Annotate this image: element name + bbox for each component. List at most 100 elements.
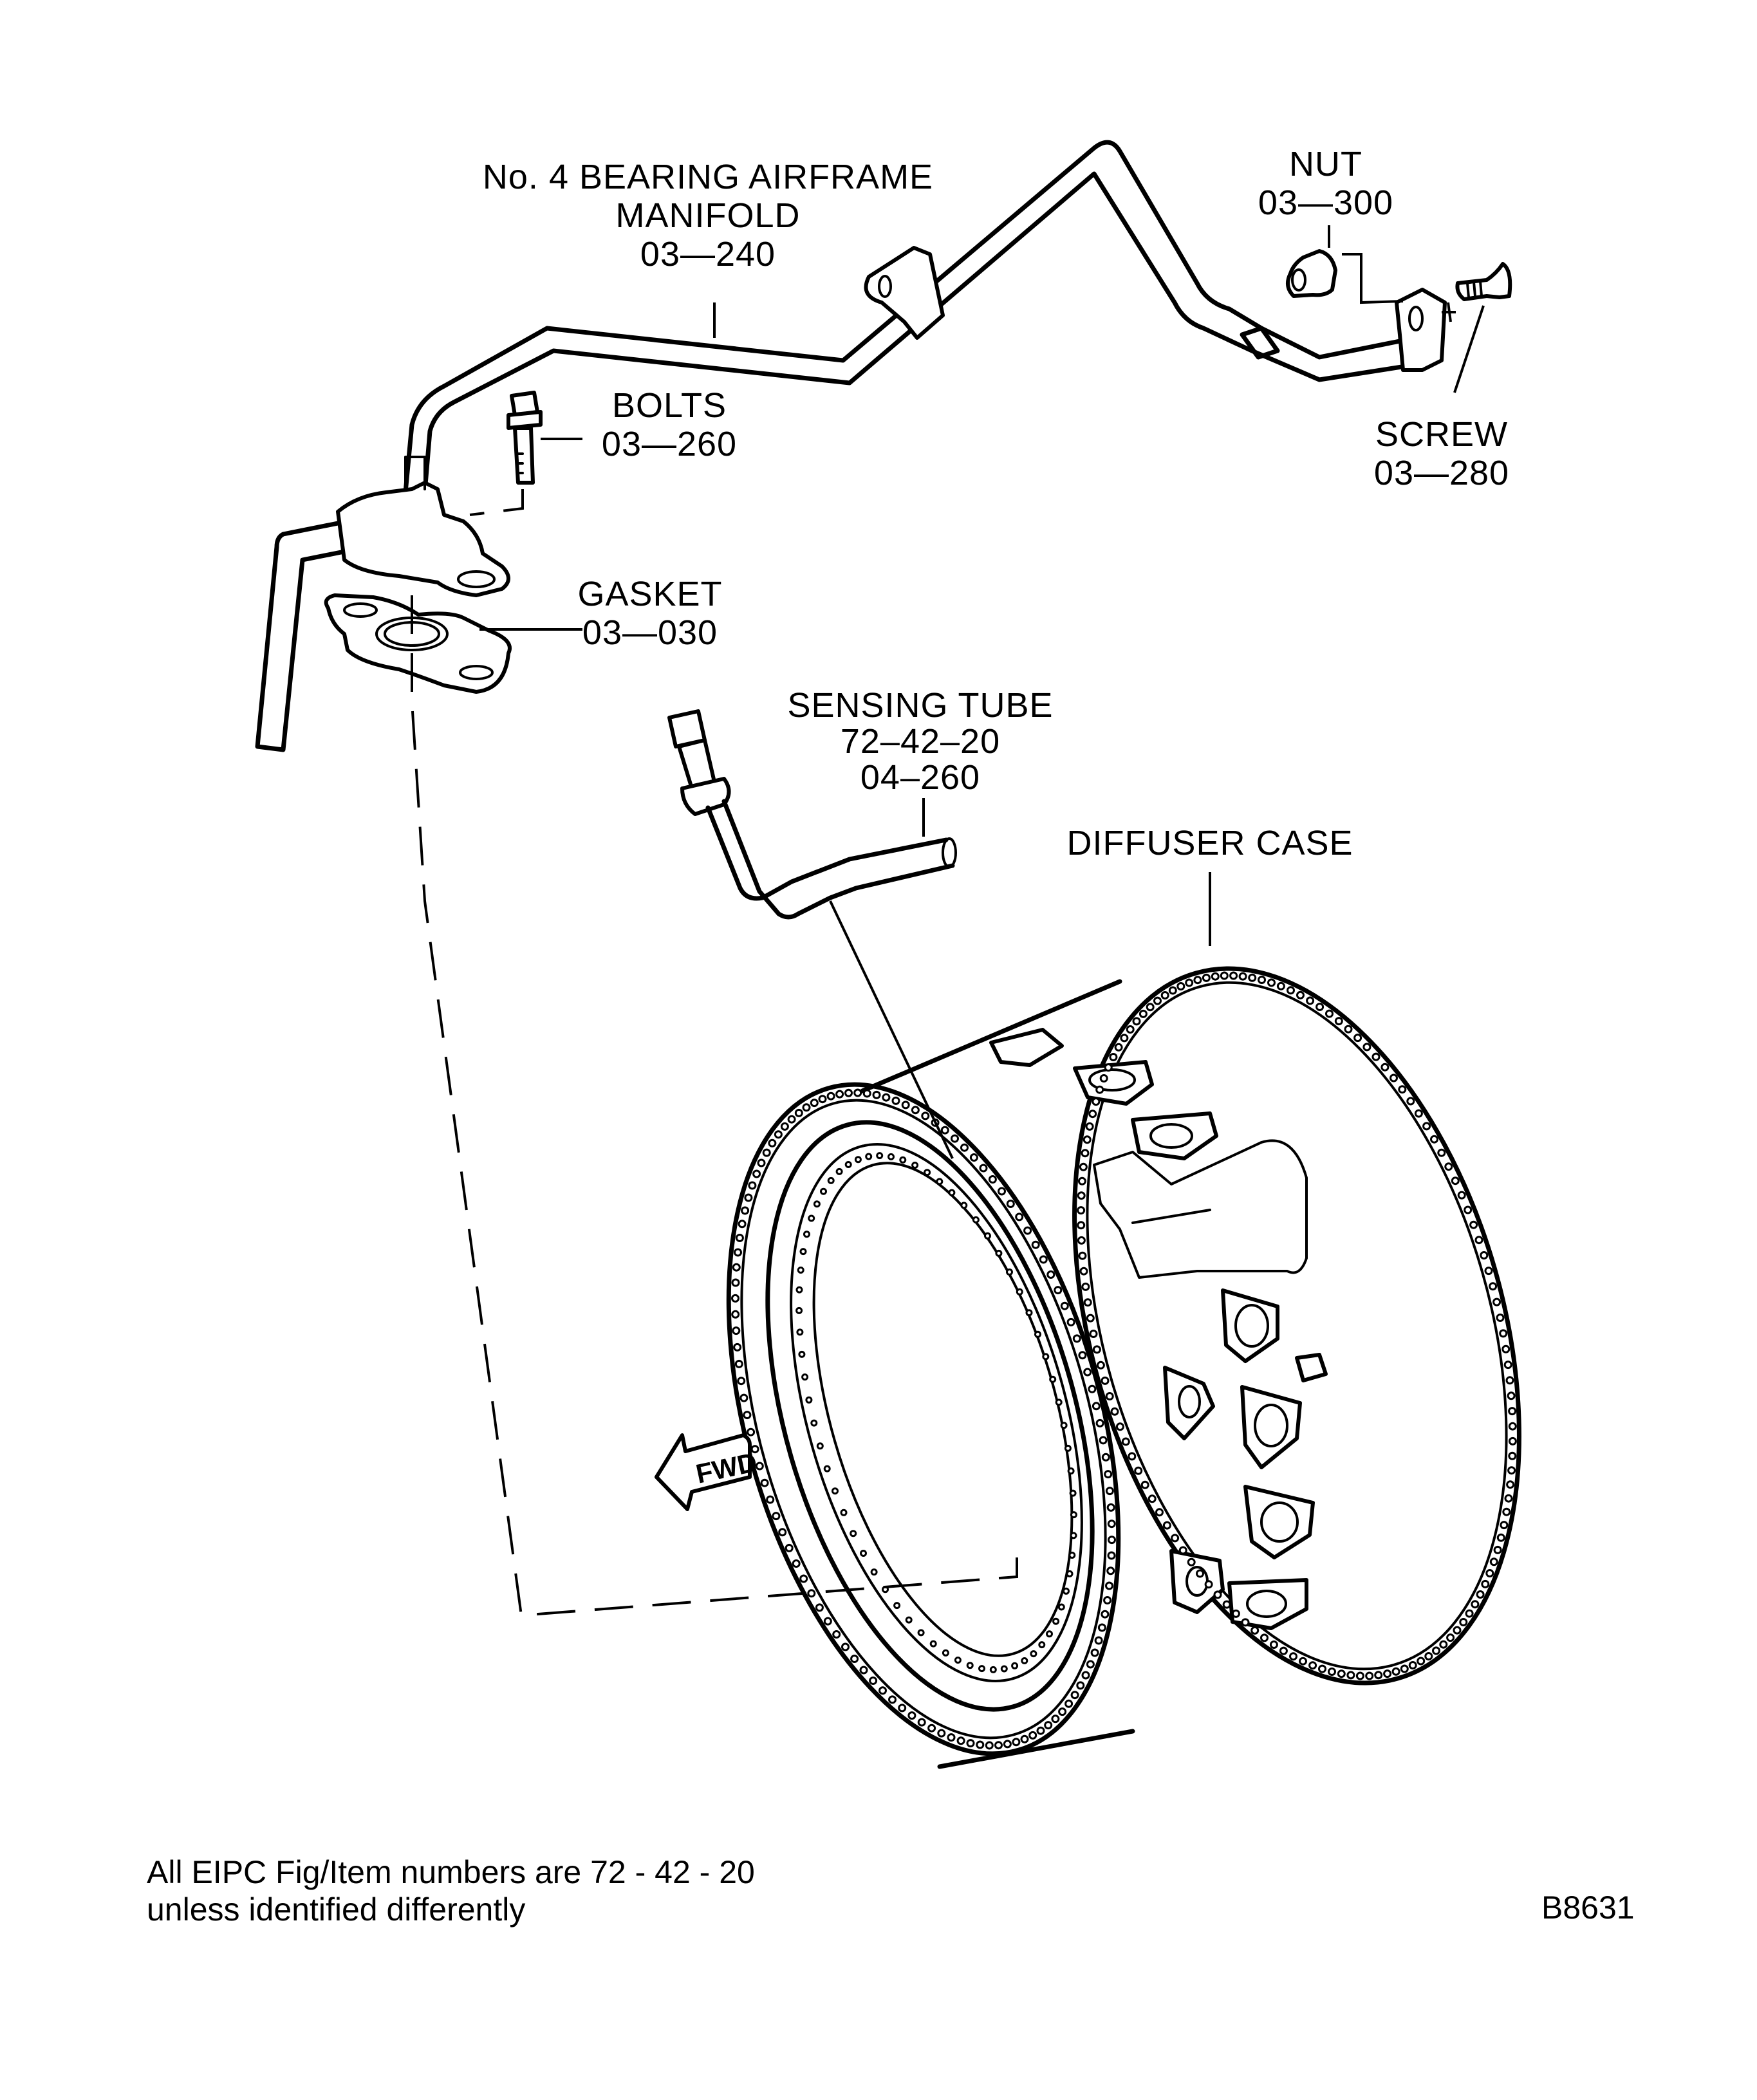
bolt-hole xyxy=(1459,1618,1468,1626)
bolt-hole xyxy=(854,1156,862,1164)
bolt-hole xyxy=(1439,1640,1448,1649)
bolt-hole xyxy=(1096,1361,1105,1370)
bolt-hole xyxy=(808,1214,815,1222)
bolt-hole xyxy=(870,1568,878,1576)
bolt-hole xyxy=(1153,996,1162,1005)
bolt-hole xyxy=(1036,1726,1045,1735)
bolt-hole xyxy=(1104,1470,1113,1479)
bolt-hole xyxy=(813,1200,821,1208)
bolt-hole xyxy=(1077,1221,1086,1230)
bolt-hole xyxy=(940,1126,949,1135)
bolt-hole xyxy=(1070,1532,1077,1539)
bolt-hole xyxy=(969,1153,978,1162)
bolt-hole xyxy=(1078,1351,1087,1360)
bolt-hole xyxy=(1250,1626,1260,1635)
bolt-hole xyxy=(1077,1191,1086,1200)
bolt-hole xyxy=(1185,978,1194,987)
bolt-hole xyxy=(1222,1600,1231,1609)
diffuser-case-name: DIFFUSER CASE xyxy=(1066,824,1353,862)
bolt-hole xyxy=(815,1603,824,1612)
bolt-hole xyxy=(743,1411,752,1420)
bolt-hole xyxy=(1054,1286,1063,1295)
bolt-hole xyxy=(1503,1361,1512,1370)
bolts-name: BOLTS xyxy=(611,386,727,425)
bolt-hole xyxy=(921,1111,930,1120)
bolt-hole xyxy=(1296,990,1305,999)
bolt-hole xyxy=(741,1206,750,1215)
bolt-hole xyxy=(802,1103,811,1112)
bolt-hole xyxy=(1049,1375,1057,1383)
bolt-hole xyxy=(732,1263,741,1272)
bolt-hole xyxy=(1052,1617,1060,1625)
bolt-hole xyxy=(924,1169,931,1176)
bolt-hole xyxy=(1085,1122,1094,1131)
bolt-hole xyxy=(1196,1569,1204,1578)
bolt-hole xyxy=(752,1169,761,1178)
bolt-hole xyxy=(796,1328,804,1336)
bolt-hole xyxy=(1132,1017,1141,1026)
bolt-hole xyxy=(1451,1176,1460,1185)
bolt-hole xyxy=(744,1193,753,1202)
bolt-hole xyxy=(1057,1603,1065,1611)
bolt-hole xyxy=(818,1095,827,1104)
bolt-hole xyxy=(891,1096,900,1105)
bolt-hole xyxy=(1044,1721,1053,1730)
bolt-hole xyxy=(1457,1191,1466,1200)
bolt-hole xyxy=(1055,1398,1063,1406)
bolt-hole xyxy=(911,1162,919,1169)
bolt-hole xyxy=(1504,1494,1513,1503)
bolt-hole xyxy=(1424,1652,1433,1660)
bolt-hole xyxy=(1083,1298,1092,1307)
bolt-hole xyxy=(731,1294,739,1303)
bolt-hole xyxy=(1231,1609,1240,1618)
bolt-hole xyxy=(757,1158,766,1167)
bolt-hole xyxy=(1502,1507,1511,1516)
bolt-hole xyxy=(1077,1206,1086,1215)
bolt-hole xyxy=(1088,1384,1097,1393)
bolt-hole xyxy=(1092,1097,1101,1106)
bolt-hole xyxy=(1072,1334,1081,1343)
bolt-hole xyxy=(1069,1489,1077,1497)
bolt-hole xyxy=(976,1740,985,1749)
leader-lines xyxy=(411,225,1485,1617)
bolt-hole xyxy=(1444,1162,1453,1171)
manifold-name-line1: No. 4 BEARING AIRFRAME xyxy=(482,158,934,196)
bolt-hole xyxy=(823,1465,831,1473)
bolt-hole xyxy=(1267,978,1276,987)
bolt-hole xyxy=(936,1178,944,1185)
bolt-hole xyxy=(859,1666,868,1675)
rear-flange-bolt-holes xyxy=(1077,971,1517,1680)
bolt-hole xyxy=(1287,986,1295,995)
bolt-hole xyxy=(1344,1025,1353,1034)
bolt-hole xyxy=(1160,991,1169,999)
bolt-hole xyxy=(772,1512,781,1521)
bolt-hole xyxy=(832,1630,841,1639)
bolt-hole xyxy=(1505,1376,1514,1385)
bolt-hole xyxy=(1030,1650,1037,1658)
bolt-hole xyxy=(1003,1740,1012,1749)
bolt-hole xyxy=(1023,1226,1032,1235)
bolt-hole xyxy=(1066,1570,1074,1577)
bolt-hole xyxy=(1105,1392,1114,1400)
bolt-hole xyxy=(1238,972,1247,981)
gasket-name: GASKET xyxy=(577,575,723,613)
bolt-hole xyxy=(1103,1596,1112,1604)
bolt-hole xyxy=(1353,1034,1362,1043)
bolt-hole xyxy=(1501,1344,1511,1353)
bolt-hole xyxy=(733,1343,742,1352)
bolt-hole xyxy=(1500,1521,1509,1530)
bolt-hole xyxy=(805,1396,813,1404)
sensing-tube-fig-number: 72–42–20 xyxy=(840,722,1001,761)
bolt-hole xyxy=(1011,1662,1019,1669)
bolt-hole xyxy=(737,1377,746,1386)
bolt-hole xyxy=(1097,1623,1106,1632)
bolt-hole xyxy=(850,1530,857,1538)
bolt-hole xyxy=(1480,1251,1489,1259)
bolt-hole xyxy=(1453,1626,1462,1635)
bolt-hole xyxy=(972,1216,980,1223)
bolt-hole xyxy=(795,1286,803,1294)
bolt-hole xyxy=(1202,973,1211,982)
bolt-hole xyxy=(844,1088,853,1097)
bolt-hole xyxy=(1306,996,1315,1005)
